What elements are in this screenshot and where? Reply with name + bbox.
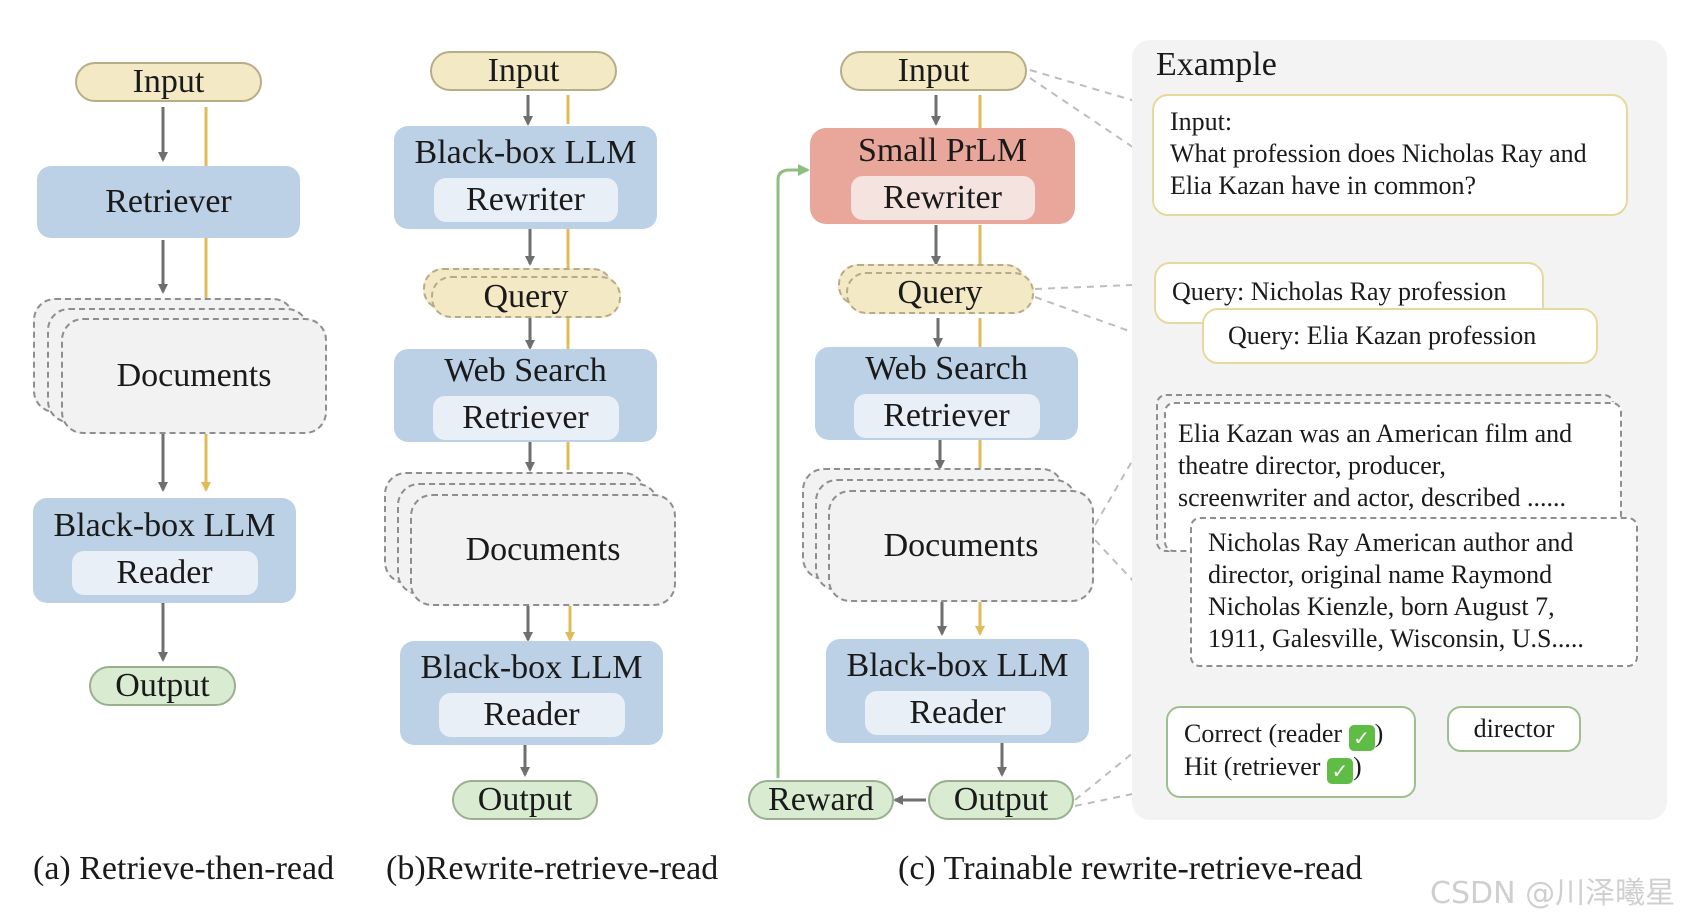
caption-c: (c) Trainable rewrite-retrieve-read <box>898 850 1363 887</box>
c-web-search-node: Web Search Retriever <box>815 347 1078 440</box>
c-reward-label: Reward <box>768 781 874 818</box>
leader-input-2 <box>1029 77 1153 161</box>
c-reader-inner: Reader <box>864 691 1051 735</box>
b-output-node: Output <box>452 780 598 820</box>
check-mark-icon: ✓ <box>1348 725 1375 751</box>
example-input-line-1: What profession does Nicholas Ray and <box>1170 139 1587 168</box>
example-doc1-line-3: screenwriter and actor, described ...... <box>1178 483 1567 512</box>
c-query-front: Query <box>846 272 1034 314</box>
c-small-prlm-node: Small PrLM Rewriter <box>810 128 1075 224</box>
a-llm-label: Black-box LLM <box>53 506 276 544</box>
b-web-search-label: Web Search <box>444 351 607 389</box>
a-reader-inner: Reader <box>71 550 258 595</box>
b-llm-reader-label: Black-box LLM <box>420 649 643 686</box>
a-document-front: Documents <box>61 318 327 434</box>
leader-output-2 <box>1074 786 1167 807</box>
c-rewriter-inner: Rewriter <box>850 176 1035 220</box>
b-query-front: Query <box>431 276 621 318</box>
c-reward-node: Reward <box>748 780 894 820</box>
example-title: Example <box>1156 46 1277 83</box>
example-hit-paren: ) <box>1352 752 1362 781</box>
leader-input-1 <box>1029 69 1153 107</box>
caption-b: (b)Rewrite-retrieve-read <box>386 850 719 887</box>
c-input-label: Input <box>897 52 970 89</box>
a-documents-stack: Documents <box>33 298 328 434</box>
c-document-front: Documents <box>828 490 1094 602</box>
c-prlm-label: Small PrLM <box>857 132 1028 169</box>
c-retriever-inner: Retriever <box>853 393 1040 438</box>
example-hit-line: Hit (retriever ✓) <box>1184 751 1398 784</box>
example-doc2-line-2: director, original name Raymond <box>1208 560 1553 589</box>
check-mark-icon: ✓ <box>1326 758 1353 784</box>
example-query-1: Query: Nicholas Ray profession <box>1172 277 1507 306</box>
a-reader-label: Reader <box>116 553 213 591</box>
caption-a: (a) Retrieve-then-read <box>33 850 335 887</box>
example-input-label: Input: <box>1170 107 1233 136</box>
example-panel: Example Input: What profession does Nich… <box>1132 40 1667 820</box>
b-retriever-label: Retriever <box>462 398 589 436</box>
example-eval-box: Correct (reader ✓) Hit (retriever ✓) <box>1166 706 1416 798</box>
b-rewriter-inner: Rewriter <box>433 177 618 222</box>
a-input-node: Input <box>75 62 262 102</box>
c-reader-label: Reader <box>909 694 1006 731</box>
b-input-label: Input <box>487 52 560 89</box>
a-input-label: Input <box>132 63 205 100</box>
example-hit-text: Hit (retriever <box>1184 752 1321 781</box>
example-doc2-line-4: 1911, Galesville, Wisconsin, U.S..... <box>1208 624 1584 653</box>
b-input-node: Input <box>430 51 617 91</box>
example-correct-paren: ) <box>1374 719 1384 748</box>
c-web-search-label: Web Search <box>865 349 1028 387</box>
example-correct-text: Correct (reader <box>1184 719 1343 748</box>
example-query-box-2: Query: Elia Kazan profession <box>1202 308 1598 364</box>
c-query-label: Query <box>897 274 983 311</box>
a-reader-node: Black-box LLM Reader <box>33 498 296 603</box>
reward-feedback-arrow <box>776 164 810 778</box>
b-retriever-inner: Retriever <box>432 395 619 440</box>
watermark: CSDN @川泽曦星 <box>1430 876 1676 911</box>
c-output-label: Output <box>953 781 1049 818</box>
example-input-box: Input: What profession does Nicholas Ray… <box>1152 94 1628 216</box>
a-output-label: Output <box>115 667 210 704</box>
b-reader-node: Black-box LLM Reader <box>400 641 663 745</box>
c-retriever-label: Retriever <box>883 396 1010 434</box>
c-reader-node: Black-box LLM Reader <box>826 639 1089 743</box>
example-doc1-line-2: theatre director, producer, <box>1178 451 1446 480</box>
b-rewriter-node: Black-box LLM Rewriter <box>394 126 657 229</box>
c-input-node: Input <box>840 51 1027 91</box>
b-documents-stack: Documents <box>384 472 676 606</box>
example-doc-box-2: Nicholas Ray American author and directo… <box>1190 517 1638 667</box>
c-llm-reader-label: Black-box LLM <box>846 647 1069 684</box>
b-reader-label: Reader <box>483 696 580 733</box>
b-document-front: Documents <box>410 494 676 606</box>
c-documents-label: Documents <box>883 527 1039 564</box>
c-output-node: Output <box>928 780 1074 820</box>
b-reader-inner: Reader <box>438 693 625 737</box>
b-llm-label: Black-box LLM <box>414 133 637 171</box>
a-retriever-node: Retriever <box>37 166 300 238</box>
c-documents-stack: Documents <box>802 468 1094 602</box>
b-documents-label: Documents <box>465 531 621 568</box>
example-doc2-line-1: Nicholas Ray American author and <box>1208 528 1574 557</box>
example-answer: director <box>1473 714 1555 743</box>
b-query-stack: Query <box>423 268 621 318</box>
example-input-line-2: Elia Kazan have in common? <box>1170 171 1477 200</box>
b-rewriter-label: Rewriter <box>466 180 585 218</box>
a-retriever-label: Retriever <box>105 183 232 220</box>
b-query-label: Query <box>483 278 569 315</box>
example-answer-box: director <box>1447 706 1581 752</box>
column-b-connectors <box>520 95 575 777</box>
c-query-stack: Query <box>838 264 1034 314</box>
b-web-search-node: Web Search Retriever <box>394 349 657 442</box>
a-output-node: Output <box>89 666 236 706</box>
example-doc2-line-3: Nicholas Kienzle, born August 7, <box>1208 592 1555 621</box>
example-correct-line: Correct (reader ✓) <box>1184 718 1398 751</box>
example-query-2: Query: Elia Kazan profession <box>1228 321 1537 350</box>
c-rewriter-label: Rewriter <box>883 179 1002 216</box>
b-output-label: Output <box>477 781 573 818</box>
example-doc1-line-1: Elia Kazan was an American film and <box>1178 419 1573 448</box>
a-documents-label: Documents <box>116 357 272 394</box>
